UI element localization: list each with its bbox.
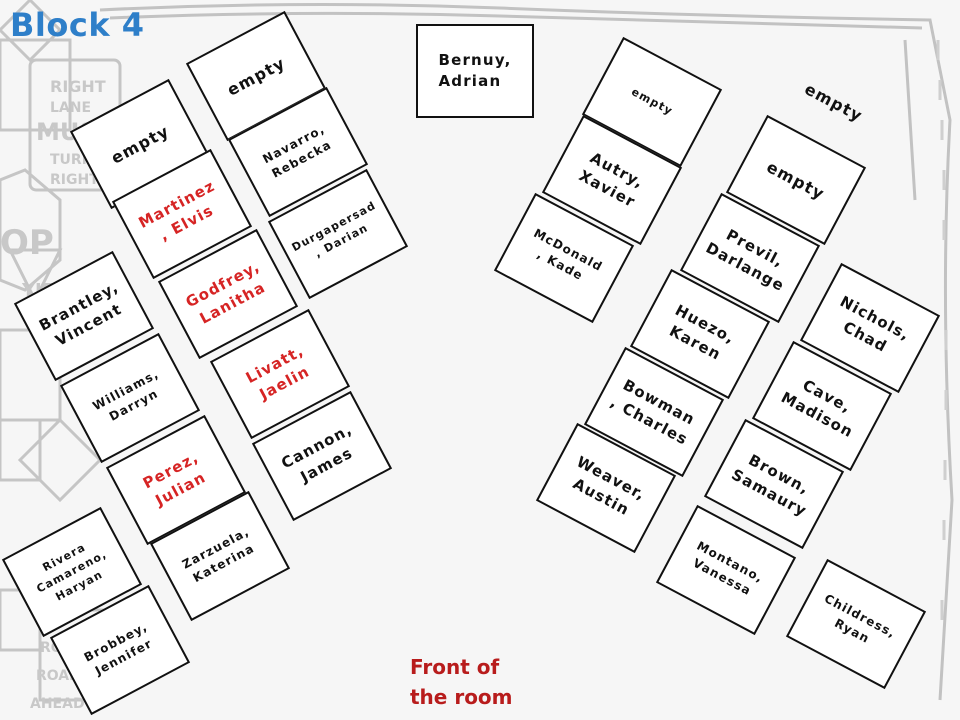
front-of-room-label: Front of the room	[410, 655, 513, 709]
desk-name: Montano, Vanessa	[690, 538, 766, 599]
desk-name: empty	[223, 52, 289, 100]
desk-name: Bowman , Charles	[607, 375, 699, 449]
desk-name: McDonald , Kade	[531, 225, 606, 283]
desk-name: Cave, Madison	[778, 375, 857, 442]
desk-name: Martinez , Elvis	[135, 176, 219, 245]
desk-name: Weaver, Austin	[569, 452, 649, 520]
desk-name: Nichols, Chad	[836, 292, 914, 356]
desk-name: Rivera Camareno, Haryan	[34, 540, 110, 604]
desk-name: empty	[107, 120, 173, 168]
desk-name: Durgapersad , Darian	[289, 198, 379, 261]
svg-text:AHEAD: AHEAD	[30, 696, 85, 712]
desk-name: Huezo, Karen	[666, 301, 739, 364]
desk-name: empty	[763, 156, 829, 204]
desk-name: empty	[629, 85, 676, 118]
desk-name: Childress, Ryan	[822, 591, 899, 647]
svg-text:RIGHT: RIGHT	[50, 172, 99, 188]
desk-name: Previl, Darlange	[702, 225, 788, 296]
desk-name: Livatt, Jaelin	[242, 341, 313, 404]
block-title: Block 4	[10, 6, 145, 44]
desk-name: empty	[801, 78, 867, 126]
desk-name: Zarzuela, Katerina	[179, 524, 257, 586]
desk[interactable]: Bernuy, Adrian	[416, 24, 534, 118]
desk-name: Autry, Xavier	[575, 148, 648, 212]
desk-name: Navarro, Rebecka	[260, 121, 335, 181]
desk-name: Bernuy, Adrian	[438, 51, 512, 90]
desk-name: Brantley, Vincent	[36, 277, 125, 350]
desk-name: Cannon, James	[278, 420, 356, 487]
desk-name: Williams, Darryn	[90, 366, 162, 424]
desk-name: Brown, Samaury	[728, 450, 813, 521]
desk-name: Perez, Julian	[139, 448, 209, 510]
svg-text:LANE: LANE	[50, 100, 91, 116]
desk-name: Brobbey, Jennifer	[81, 619, 155, 678]
desk-name: Godfrey, Lanitha	[182, 257, 269, 328]
svg-text:RIGHT: RIGHT	[50, 77, 106, 96]
svg-text:OP: OP	[0, 223, 54, 263]
